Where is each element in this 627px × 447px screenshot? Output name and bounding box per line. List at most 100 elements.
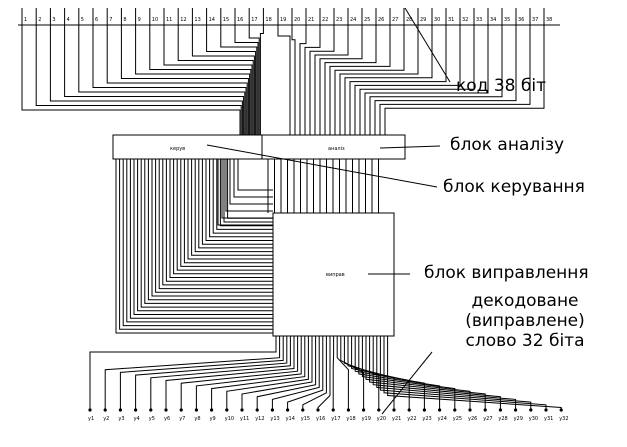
output-pin-label: y11 xyxy=(240,416,249,422)
input-wire xyxy=(329,25,391,135)
output-pin-label: y1 xyxy=(88,416,94,422)
control-wire xyxy=(201,159,273,245)
input-wire xyxy=(248,25,260,135)
input-pin-label: 15 xyxy=(223,17,229,23)
output-wire xyxy=(383,336,547,410)
input-wire xyxy=(277,25,291,135)
input-wire xyxy=(106,25,248,135)
correction-block-label: виправ xyxy=(326,272,345,278)
output-pin-dot xyxy=(438,408,442,412)
output-wire xyxy=(336,336,349,410)
input-wire xyxy=(259,25,264,135)
output-pin-label: y18 xyxy=(346,416,355,422)
output-pin-dot xyxy=(134,408,138,412)
control-wire xyxy=(187,159,273,260)
output-wire xyxy=(358,336,441,410)
output-pin-label: y23 xyxy=(422,416,431,422)
input-wire xyxy=(304,25,321,135)
input-wire xyxy=(64,25,245,135)
output-wire xyxy=(180,336,299,410)
input-wire xyxy=(299,25,307,135)
control-wire xyxy=(137,159,273,312)
input-wire xyxy=(324,25,377,135)
input-wire xyxy=(177,25,254,135)
input-pin-label: 30 xyxy=(434,17,440,23)
input-pin-label: 31 xyxy=(448,17,454,23)
output-wire xyxy=(302,336,327,410)
input-pin-label: 27 xyxy=(392,17,398,23)
input-wire xyxy=(314,25,349,135)
callout-leaders xyxy=(206,7,451,415)
output-wire xyxy=(211,336,306,410)
input-wire xyxy=(135,25,251,135)
input-wire xyxy=(359,25,475,135)
output-pin-dot xyxy=(210,408,214,412)
input-pin-label: 13 xyxy=(194,17,200,23)
input-wire xyxy=(191,25,255,135)
output-pin-label: y20 xyxy=(377,416,386,422)
input-pin-label: 2 xyxy=(38,17,41,23)
input-pin-label: 34 xyxy=(490,17,496,23)
input-wire xyxy=(21,25,241,135)
input-wire xyxy=(364,25,489,135)
feedback-wire xyxy=(221,159,273,219)
decoded-line-2: (виправлене) xyxy=(465,311,585,331)
output-wire xyxy=(361,336,456,410)
control-wire xyxy=(158,159,273,290)
leader-code xyxy=(404,7,451,83)
analysis-block xyxy=(261,134,406,160)
output-pin-label: y4 xyxy=(134,416,140,422)
output-pin-label: y28 xyxy=(498,416,507,422)
control-wire xyxy=(169,159,273,278)
output-pin-dot xyxy=(483,408,487,412)
control-wire xyxy=(194,159,273,253)
input-wire xyxy=(163,25,253,135)
output-pin-dot xyxy=(377,408,381,412)
input-wire xyxy=(309,25,335,135)
input-pin-label: 1 xyxy=(24,17,27,23)
output-pin-label: y24 xyxy=(438,416,447,422)
leader-control xyxy=(206,144,438,188)
input-pin-label: 11 xyxy=(166,17,172,23)
input-pin-label: 17 xyxy=(251,17,257,23)
output-pin-dot xyxy=(331,408,335,412)
output-pin-label: y15 xyxy=(301,416,310,422)
output-wire xyxy=(271,336,320,410)
input-pin-label: 8 xyxy=(123,17,126,23)
control-wire xyxy=(122,159,273,327)
output-pin-dot xyxy=(498,408,502,412)
output-wire xyxy=(119,336,284,410)
feedback-wire xyxy=(229,159,273,205)
output-pin-label: y32 xyxy=(559,416,568,422)
analysis-block-label: аналіз xyxy=(328,146,345,152)
control-label: блок керування xyxy=(443,177,585,197)
output-pin-label: y29 xyxy=(514,416,523,422)
input-pin-label: 6 xyxy=(95,17,98,23)
control-wire xyxy=(115,159,273,334)
output-wire xyxy=(317,336,331,410)
input-pin-label: 7 xyxy=(109,17,112,23)
output-pin-label: y12 xyxy=(255,416,264,422)
input-wire xyxy=(206,25,257,135)
control-wire xyxy=(212,159,273,234)
output-pin-dot xyxy=(286,408,290,412)
output-pin-dot xyxy=(544,408,548,412)
output-pin-dot xyxy=(316,408,320,412)
output-pin-dot xyxy=(392,408,396,412)
input-wire xyxy=(49,25,243,135)
input-wire xyxy=(35,25,242,135)
input-pin-label: 33 xyxy=(476,17,482,23)
output-pin-label: y21 xyxy=(392,416,401,422)
input-wire xyxy=(120,25,249,135)
output-pin-label: y9 xyxy=(210,416,216,422)
control-wire xyxy=(144,159,273,304)
control-wire xyxy=(219,159,273,227)
input-wire xyxy=(354,25,461,135)
control-wire xyxy=(173,159,273,275)
output-pin-label: y25 xyxy=(453,416,462,422)
output-pin-dot xyxy=(225,408,229,412)
input-pin-label: 12 xyxy=(180,17,186,23)
